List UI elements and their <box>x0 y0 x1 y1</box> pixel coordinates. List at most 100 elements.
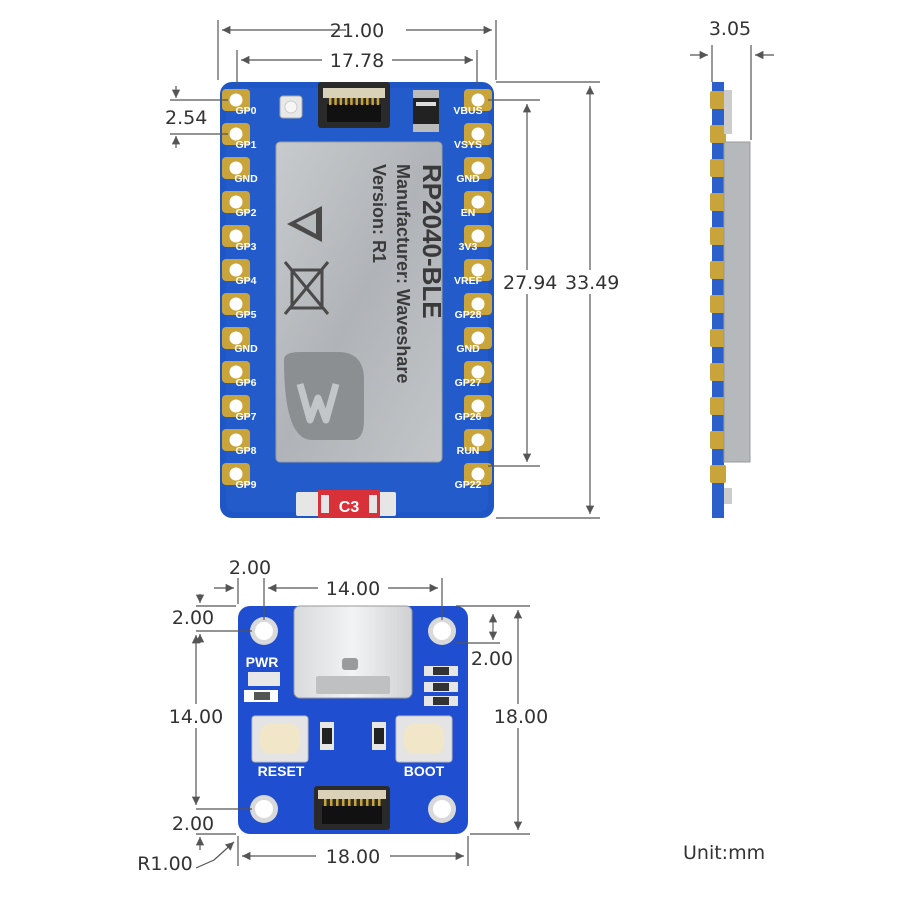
fpc-connector-pins <box>329 98 380 105</box>
dim-usb-offset-y-top: 2.00 <box>172 607 214 629</box>
fpc-pin <box>366 98 369 105</box>
pin-label-left: GP2 <box>235 207 256 219</box>
pin-pad-right <box>464 259 492 281</box>
pin-label-left: GP9 <box>235 479 256 491</box>
pin-pad-right <box>464 361 492 383</box>
pin-pad-left <box>222 429 250 451</box>
inductor-label: C3 <box>339 499 360 516</box>
dim-usb-hole-span-x: 14.00 <box>326 578 380 600</box>
version-text: Version: R1 <box>369 164 389 263</box>
pin-pad-left <box>222 293 250 315</box>
pin-label-right: GND <box>456 173 480 185</box>
cc-resistors <box>320 722 386 750</box>
side-pin-pad <box>710 227 726 245</box>
dim-usb-radius: R1.00 <box>137 853 193 875</box>
pwr-label: PWR <box>246 654 279 670</box>
fpc-pin <box>324 799 327 806</box>
pin-pad-left <box>222 259 250 281</box>
pwr-led <box>248 672 280 686</box>
usb-dimensions <box>191 578 530 869</box>
dim-inner-width: 17.78 <box>330 50 384 72</box>
pin-label-left: GP8 <box>235 445 256 457</box>
side-pin-pad <box>710 193 726 211</box>
dim-usb-height: 18.00 <box>494 706 548 728</box>
pin-label-right: GP27 <box>455 377 482 389</box>
dim-height: 33.49 <box>565 272 619 294</box>
boot-label: BOOT <box>404 763 445 779</box>
fpc-pin <box>329 98 332 105</box>
right-resistors <box>424 666 458 706</box>
usb-fpc-pins <box>324 799 381 806</box>
pin-pad-right <box>464 293 492 315</box>
module-name: RP2040-BLE <box>417 164 447 319</box>
side-pin-pad <box>710 295 726 313</box>
dim-usb-offset-y-right: 2.00 <box>471 648 513 670</box>
fpc-pin <box>334 98 337 105</box>
right-pin-pads <box>464 89 492 485</box>
side-pin-pad <box>710 91 726 109</box>
fpc-pin <box>330 799 333 806</box>
pin-pad-left <box>222 395 250 417</box>
usb-board: PWR RESET BOOT <box>137 557 552 875</box>
fpc-pin <box>336 799 339 806</box>
side-pin-pad <box>710 465 726 483</box>
dim-pitch: 2.54 <box>165 107 207 129</box>
side-pin-pads <box>710 91 726 483</box>
pin-pad-left <box>222 361 250 383</box>
pin-label-right: GP26 <box>455 411 482 423</box>
side-pin-pad <box>710 397 726 415</box>
dim-usb-hole-span-y: 14.00 <box>169 706 223 728</box>
dim-width: 21.00 <box>330 20 384 42</box>
pin-pad-right <box>464 327 492 349</box>
pin-pad-left <box>222 225 250 247</box>
side-pin-pad <box>710 329 726 347</box>
pin-label-left: GP7 <box>235 411 256 423</box>
fpc-pin <box>360 799 363 806</box>
pin-pad-right <box>464 225 492 247</box>
dim-thickness: 3.05 <box>709 18 751 40</box>
fpc-pin <box>339 98 343 105</box>
manufacturer-text: Manufacturer: Waveshare <box>393 164 413 383</box>
pin-label-right: 3V3 <box>459 241 478 253</box>
fpc-pin <box>355 98 358 105</box>
pin-label-left: GP3 <box>235 241 256 253</box>
usb-c-port <box>293 605 413 699</box>
pin-label-right: RUN <box>457 445 480 457</box>
pin-label-left: GP5 <box>235 309 256 321</box>
pin-label-left: GND <box>234 343 258 355</box>
side-view: 3.05 <box>690 18 774 518</box>
pin-pad-left <box>222 157 250 179</box>
fpc-pin <box>354 799 357 806</box>
fpc-pin <box>378 799 381 806</box>
pin-label-left: GP0 <box>235 105 256 117</box>
pin-pad-left <box>222 463 250 485</box>
pin-label-right: GND <box>456 343 480 355</box>
pin-pad-left <box>222 191 250 213</box>
side-shield <box>723 141 751 463</box>
pin-label-right: GP28 <box>455 309 482 321</box>
reset-label: RESET <box>258 763 305 779</box>
pin-label-left: GP4 <box>235 275 256 287</box>
left-pin-pads <box>222 89 250 485</box>
pin-pad-left <box>222 123 250 145</box>
waveshare-logo-icon <box>284 352 364 440</box>
pin-pad-right <box>464 89 492 111</box>
right-pin-labels: VBUSVSYSGNDEN3V3VREFGP28GNDGP27GP26RUNGP… <box>453 105 482 491</box>
fpc-pin <box>376 98 380 105</box>
boot-button <box>395 715 453 763</box>
pin-label-left: GND <box>234 173 258 185</box>
fpc-pin <box>372 799 375 806</box>
esd-warning-icon <box>287 206 322 242</box>
pin-pad-left <box>222 327 250 349</box>
pin-pad-left <box>222 89 250 111</box>
unit-label: Unit:mm <box>683 842 766 864</box>
dim-pin-span: 27.94 <box>503 272 557 294</box>
side-pin-pad <box>710 159 726 177</box>
pin-pad-right <box>464 191 492 213</box>
fpc-pin <box>348 799 351 806</box>
pin-pad-right <box>464 463 492 485</box>
pin-label-right: GP22 <box>455 479 482 491</box>
side-pin-pad <box>710 125 726 143</box>
